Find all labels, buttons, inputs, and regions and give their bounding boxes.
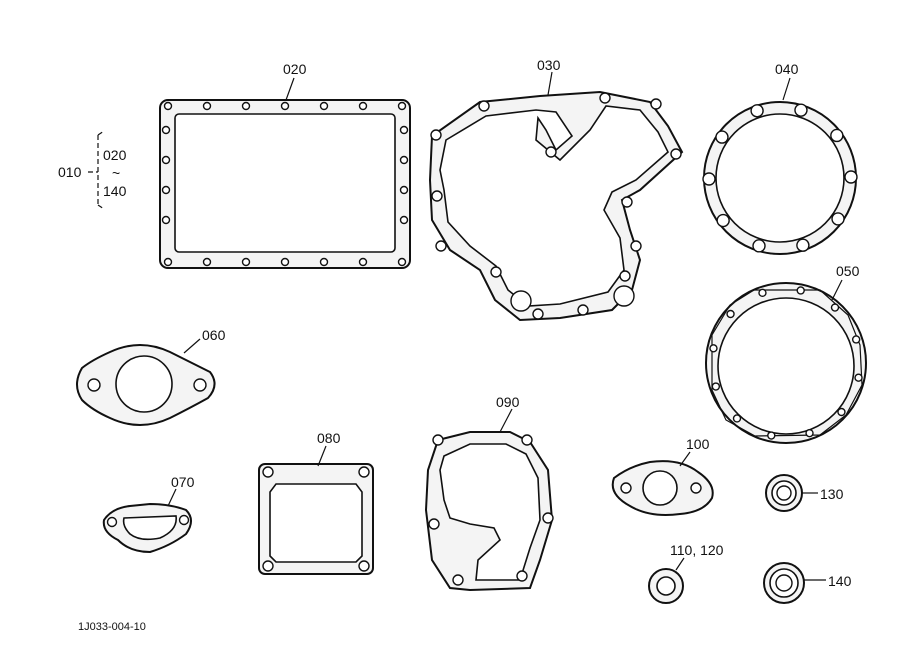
- part-label-020: 020: [283, 61, 307, 77]
- bolt-hole: [750, 104, 764, 118]
- bolt-hole: [796, 238, 810, 252]
- bolt-hole: [397, 101, 407, 111]
- bolt-hole: [851, 335, 861, 344]
- part-label-090: 090: [496, 394, 520, 410]
- bolt-hole: [358, 257, 368, 267]
- part-090-water-pump-gasket[interactable]: 090: [424, 394, 554, 592]
- bolt-hole: [397, 257, 407, 267]
- bolt-hole: [732, 414, 742, 423]
- bolt-hole: [161, 215, 171, 225]
- bolt-hole: [399, 155, 409, 165]
- bolt-hole: [399, 125, 409, 135]
- bolt-hole: [726, 309, 735, 319]
- bolt-hole: [161, 155, 171, 165]
- kit-group-010: 010 020 ~ 140: [58, 130, 127, 210]
- bolt-hole: [202, 257, 212, 267]
- part-label-140: 140: [828, 573, 852, 589]
- part-070-small-flange-gasket[interactable]: 070: [102, 474, 195, 554]
- bolt-hole: [711, 382, 721, 391]
- part-110-120-washer[interactable]: 110, 120: [648, 542, 724, 604]
- bolt-hole: [716, 213, 730, 228]
- kit-label: 010: [58, 164, 82, 180]
- bolt-hole: [280, 101, 290, 111]
- bolt-hole: [319, 101, 329, 111]
- part-label-100: 100: [686, 436, 710, 452]
- part-label-070: 070: [171, 474, 195, 490]
- bolt-hole: [202, 101, 212, 111]
- part-label-050: 050: [836, 263, 860, 279]
- bolt-hole: [161, 125, 171, 135]
- bolt-hole: [831, 212, 845, 226]
- bolt-hole: [241, 101, 251, 111]
- part-label-130: 130: [820, 486, 844, 502]
- part-140-oil-seal[interactable]: 140: [763, 562, 852, 604]
- bolt-hole: [319, 257, 329, 267]
- part-label-030: 030: [537, 57, 561, 73]
- bolt-hole: [399, 215, 409, 225]
- bolt-hole: [837, 407, 846, 417]
- bolt-hole: [854, 373, 863, 382]
- part-130-oil-seal[interactable]: 130: [765, 474, 844, 512]
- part-label-040: 040: [775, 61, 799, 77]
- bolt-hole: [715, 130, 729, 144]
- part-080-square-gasket[interactable]: 080: [258, 430, 374, 575]
- bolt-hole: [805, 428, 814, 438]
- kit-range-start: 020: [103, 147, 127, 163]
- bolt-hole: [767, 431, 776, 440]
- bolt-hole: [358, 101, 368, 111]
- bolt-hole: [796, 286, 805, 295]
- part-label-110-120: 110, 120: [670, 542, 724, 558]
- part-100-oval-flange-gasket[interactable]: 100: [611, 436, 714, 516]
- part-020-oil-pan-gasket[interactable]: 020: [159, 61, 411, 269]
- bolt-hole: [709, 344, 718, 353]
- bolt-hole: [163, 101, 173, 111]
- part-label-060: 060: [202, 327, 226, 343]
- bolt-hole: [163, 257, 173, 267]
- kit-range-sep: ~: [112, 165, 120, 181]
- bolt-hole: [794, 103, 808, 117]
- bolt-hole: [844, 170, 858, 184]
- bolt-hole: [280, 257, 290, 267]
- kit-range-end: 140: [103, 183, 127, 199]
- bolt-hole: [830, 303, 840, 312]
- part-030-gear-case-gasket[interactable]: 030: [428, 57, 684, 322]
- bolt-hole: [399, 185, 409, 195]
- part-040-round-gasket[interactable]: 040: [702, 61, 858, 255]
- bolt-hole: [702, 172, 716, 186]
- part-label-080: 080: [317, 430, 341, 446]
- bolt-hole: [752, 239, 766, 253]
- bolt-hole: [161, 185, 171, 195]
- reference-code: 1J033-004-10: [78, 621, 146, 633]
- part-060-flange-gasket[interactable]: 060: [76, 327, 226, 426]
- part-050-housing-gasket[interactable]: 050: [705, 263, 867, 444]
- bolt-hole: [758, 288, 767, 298]
- bolt-hole: [830, 128, 844, 143]
- bolt-hole: [241, 257, 251, 267]
